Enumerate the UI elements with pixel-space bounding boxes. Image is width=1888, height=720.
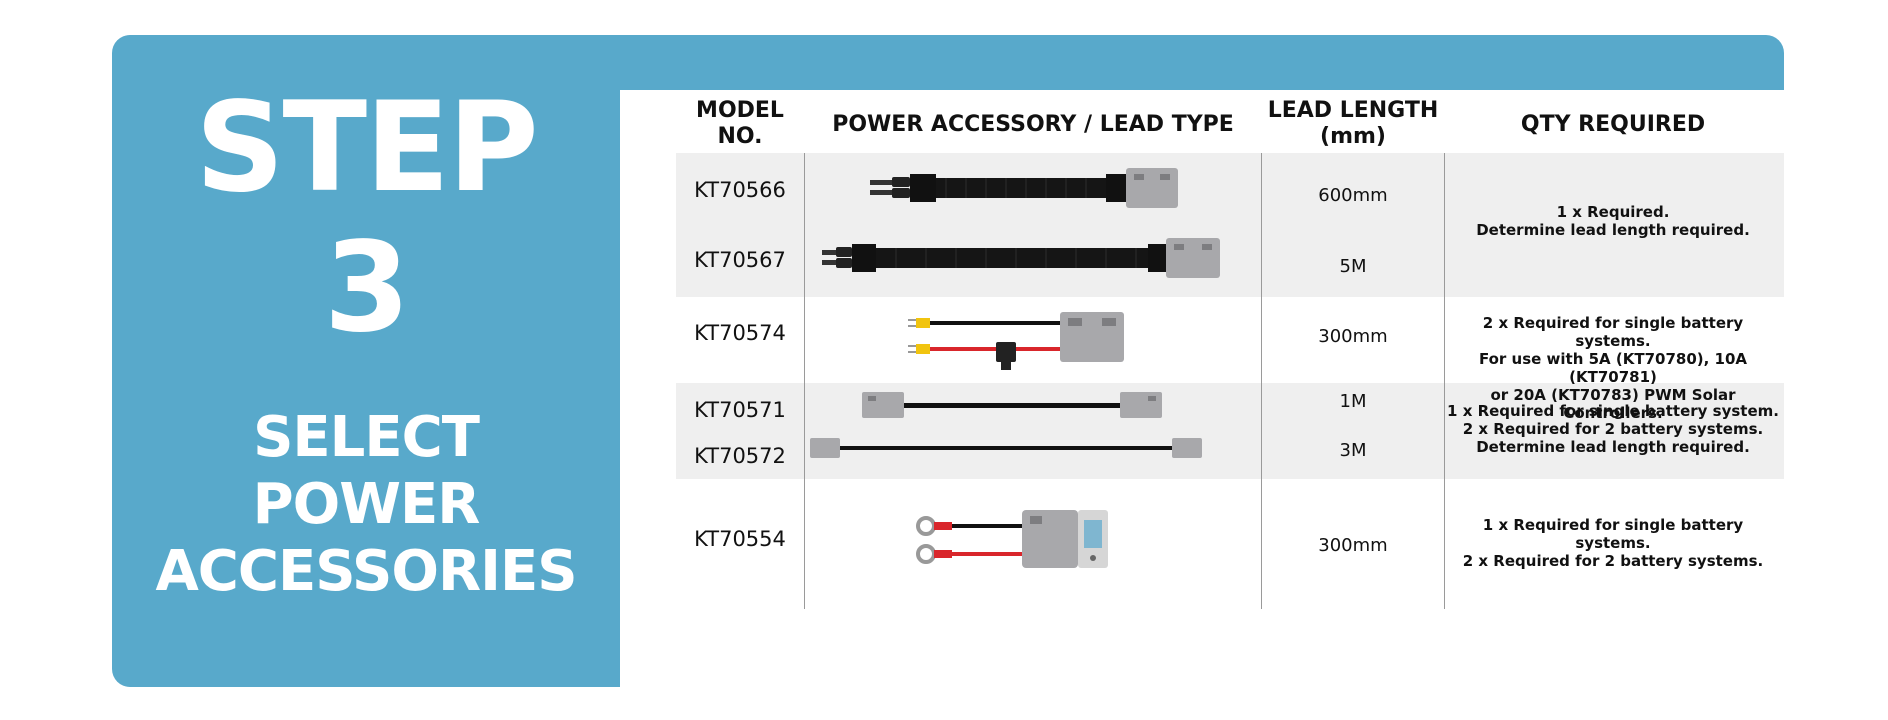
row-band-group-3 bbox=[676, 383, 1784, 479]
qty-line: 1 x Required for single battery systems. bbox=[1482, 516, 1744, 552]
model-cell: KT70554 bbox=[694, 527, 786, 551]
qty-line: Determine lead length required. bbox=[1476, 221, 1750, 239]
anderson-to-anderson-lead-long-icon bbox=[810, 438, 1202, 458]
mc4-to-anderson-lead-long-icon bbox=[822, 238, 1220, 278]
header-accessory: POWER ACCESSORY / LEAD TYPE bbox=[832, 112, 1234, 137]
step-number: 3 bbox=[323, 216, 410, 360]
model-cell: KT70574 bbox=[694, 321, 786, 345]
model-cell: KT70571 bbox=[694, 398, 786, 422]
row-band-group-1 bbox=[676, 153, 1784, 297]
step-subtitle: SELECT POWER ACCESSORIES bbox=[112, 404, 620, 605]
qty-line: or 20A (KT70783) PWM Solar Controllers. bbox=[1490, 386, 1736, 422]
column-divider bbox=[1444, 153, 1445, 609]
step-title: STEP bbox=[195, 76, 538, 220]
qty-line: 2 x Required for 2 battery systems. bbox=[1462, 552, 1764, 570]
qty-line: For use with 5A (KT70780), 10A (KT70781) bbox=[1478, 350, 1748, 386]
length-cell: 300mm bbox=[1318, 535, 1388, 556]
header-model: MODEL NO. bbox=[676, 98, 804, 150]
column-divider bbox=[1261, 153, 1262, 609]
header-lead-length: LEAD LENGTH (mm) bbox=[1262, 98, 1444, 150]
qty-cell: 2 x Required for single battery systems.… bbox=[1445, 314, 1781, 422]
model-cell: KT70572 bbox=[694, 444, 786, 468]
lug-fuse-anderson-lead-icon bbox=[908, 312, 1124, 370]
step-subtitle-line: POWER bbox=[252, 472, 481, 537]
qty-line: 2 x Required for 2 battery systems. bbox=[1462, 420, 1764, 438]
mc4-to-anderson-lead-icon bbox=[870, 168, 1178, 208]
header-length-line: LEAD LENGTH bbox=[1267, 98, 1439, 123]
length-cell: 5M bbox=[1339, 256, 1367, 277]
model-cell: KT70566 bbox=[694, 178, 786, 202]
qty-cell: 1 x Required. Determine lead length requ… bbox=[1445, 203, 1781, 239]
header-model-line: MODEL bbox=[696, 98, 784, 123]
length-cell: 3M bbox=[1339, 440, 1367, 461]
header-length-line: (mm) bbox=[1320, 124, 1386, 149]
qty-cell: 1 x Required for single battery system. … bbox=[1445, 402, 1781, 456]
qty-line: 1 x Required. bbox=[1556, 203, 1670, 221]
header-model-line: NO. bbox=[717, 124, 763, 149]
step-subtitle-line: SELECT bbox=[253, 405, 480, 470]
model-cell: KT70567 bbox=[694, 248, 786, 272]
header-qty: QTY REQUIRED bbox=[1520, 112, 1706, 137]
step-subtitle-line: ACCESSORIES bbox=[155, 539, 577, 604]
qty-cell: 1 x Required for single battery systems.… bbox=[1445, 516, 1781, 570]
qty-line: 2 x Required for single battery systems. bbox=[1482, 314, 1744, 350]
qty-line: 1 x Required for single battery system. bbox=[1447, 402, 1779, 420]
anderson-to-anderson-lead-icon bbox=[862, 392, 1162, 418]
length-cell: 300mm bbox=[1318, 326, 1388, 347]
length-cell: 1M bbox=[1339, 391, 1367, 412]
length-cell: 600mm bbox=[1318, 185, 1388, 206]
qty-line: Determine lead length required. bbox=[1476, 438, 1750, 456]
ring-terminal-anderson-voltmeter-icon bbox=[916, 510, 1108, 568]
column-divider bbox=[804, 153, 805, 609]
